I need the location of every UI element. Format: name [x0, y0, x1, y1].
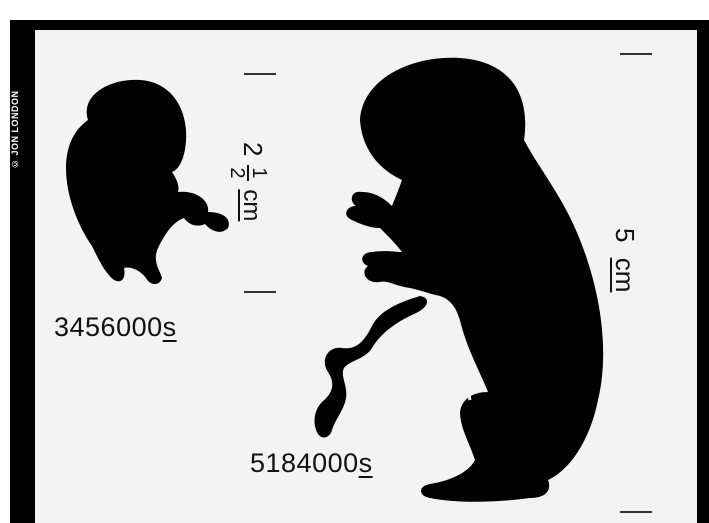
large-size-value: 5 [610, 228, 640, 243]
small-size-numerator: 1 [248, 167, 270, 179]
small-embryo-silhouette [66, 79, 229, 284]
small-time-unit: s [162, 312, 177, 342]
small-time-value: 3456000 [54, 312, 163, 342]
large-time-value: 5184000 [250, 448, 359, 478]
large-time-unit: s [358, 448, 373, 478]
large-embryo-highlight [453, 339, 472, 401]
small-size-unit: cm [237, 189, 265, 222]
large-size-label: 5 cm [609, 228, 640, 292]
small-size-fraction: 1 2 [226, 164, 270, 181]
small-time-label: 3456000s [54, 312, 177, 343]
large-embryo-silhouette [314, 57, 604, 502]
small-size-label: 2 1 2 cm [226, 142, 270, 222]
large-time-label: 5184000s [250, 448, 373, 479]
large-size-unit: cm [610, 257, 640, 293]
small-size-whole: 2 [237, 142, 268, 157]
small-size-denominator: 2 [226, 167, 248, 179]
